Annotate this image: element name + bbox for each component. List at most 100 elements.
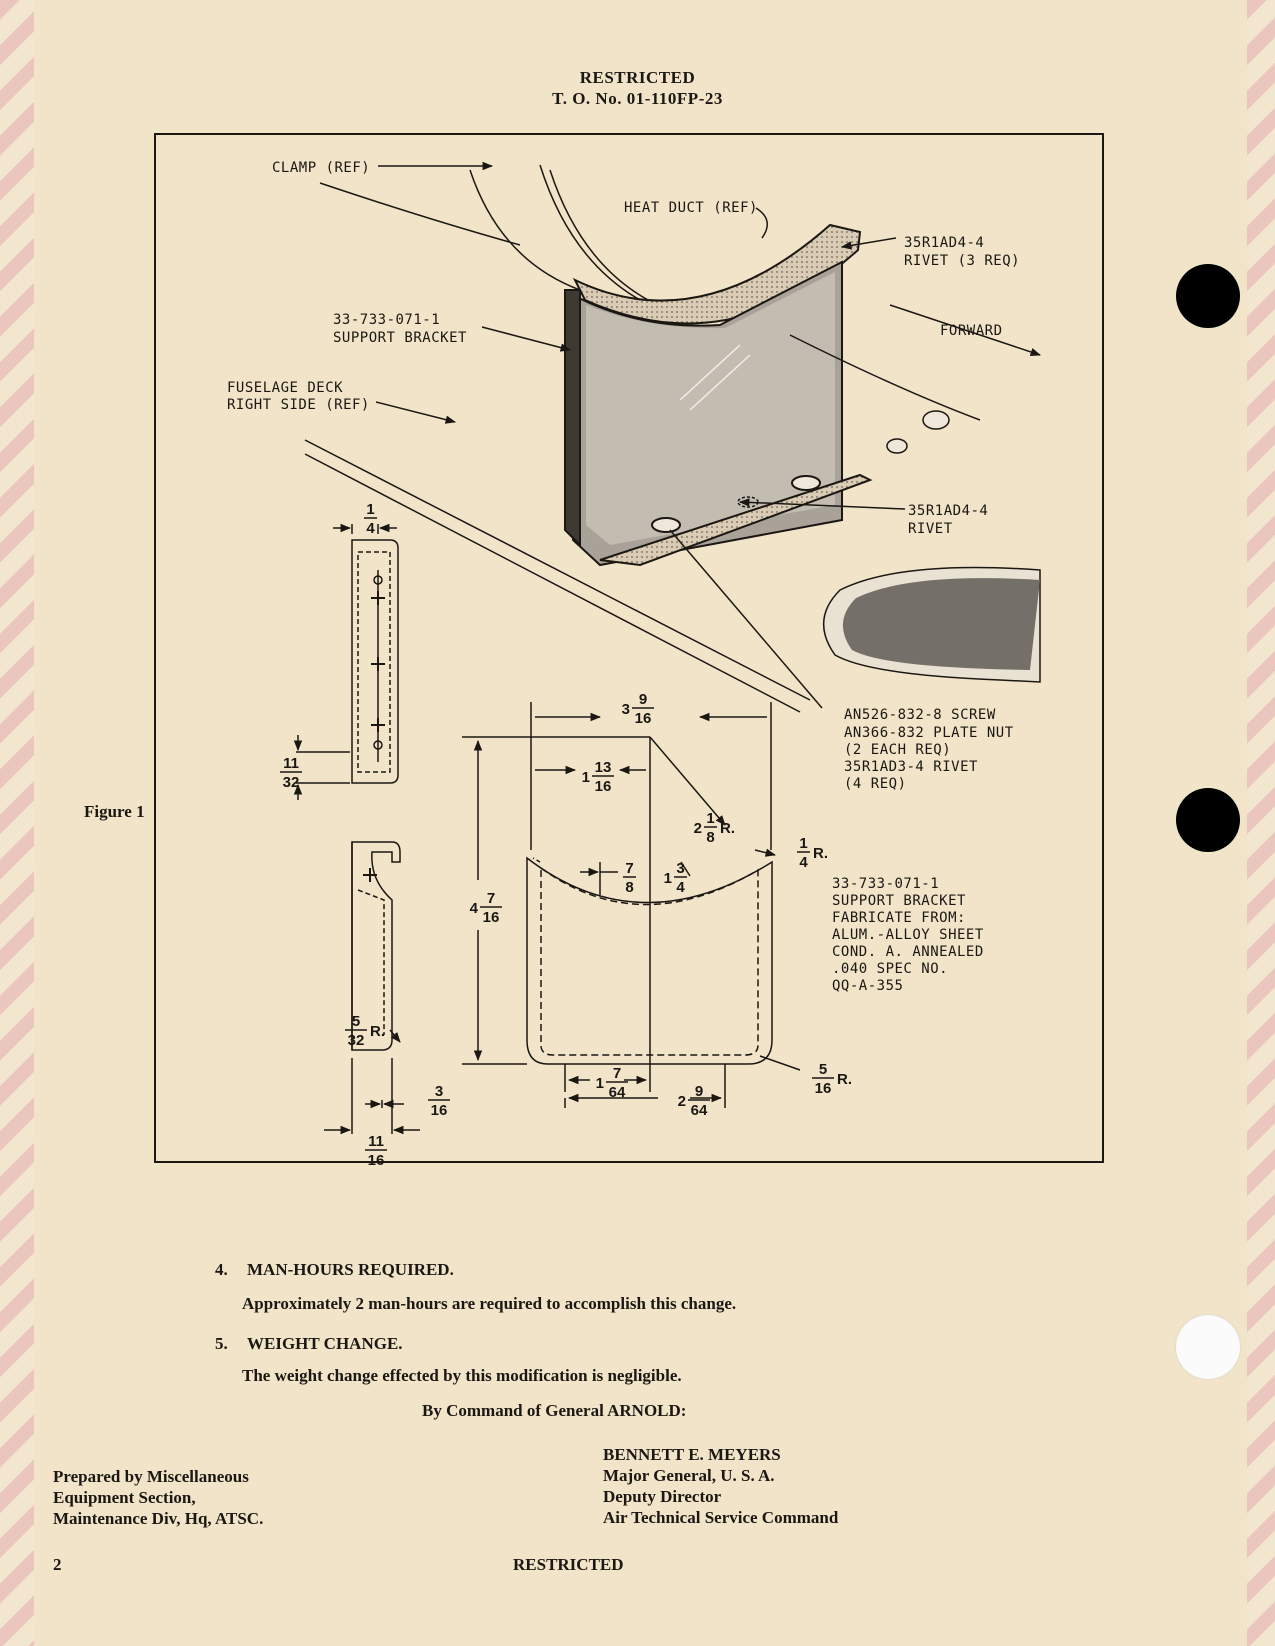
- callout-deck-2: RIGHT SIDE (REF): [227, 397, 370, 413]
- dimension-denominator: 8: [706, 829, 714, 846]
- callout-hardware-1: AN526-832-8 SCREW: [844, 707, 996, 723]
- dimension-suffix: R.: [837, 1071, 852, 1088]
- dimension-numerator: 1: [366, 501, 374, 518]
- side-view-top: [293, 523, 399, 800]
- figure-frame: [154, 133, 1104, 1163]
- dimension-suffix: R.: [813, 845, 828, 862]
- dimension-five-32-radius: 5 32 R.: [345, 1013, 385, 1049]
- callout-hardware-5: (4 REQ): [844, 776, 907, 792]
- dimension-corner-top: 1 4 R.: [797, 835, 828, 871]
- dimension-denominator: 4: [676, 879, 685, 896]
- dimension-numerator: 3: [435, 1083, 443, 1100]
- dimension-whole: 1: [582, 769, 590, 786]
- callout-hardware-3: (2 EACH REQ): [844, 742, 951, 758]
- prepared-block: Prepared by Miscellaneous Equipment Sect…: [53, 1466, 263, 1529]
- section-4-body: Approximately 2 man-hours are required t…: [242, 1294, 737, 1313]
- signature-org: Air Technical Service Command: [603, 1508, 839, 1527]
- dimension-numerator: 1: [799, 835, 807, 852]
- callout-rivet-top-part: 35R1AD4-4: [904, 235, 984, 251]
- dimension-one-3-4: 134: [664, 860, 687, 896]
- dimension-numerator: 7: [625, 860, 633, 877]
- dimension-numerator: 9: [639, 691, 647, 708]
- dimension-whole: 4: [470, 900, 479, 917]
- callout-heat-duct: HEAT DUCT (REF): [624, 200, 758, 216]
- dimension-suffix: R.: [720, 820, 735, 837]
- dimension-denominator: 4: [799, 854, 808, 871]
- callout-clamp: CLAMP (REF): [272, 160, 370, 176]
- dimension-numerator: 1: [706, 810, 714, 827]
- command-line: By Command of General ARNOLD:: [422, 1401, 687, 1420]
- callout-leaders: [375, 161, 1041, 709]
- page-number: 2: [53, 1555, 62, 1574]
- dimension-whole: 2: [678, 1093, 686, 1110]
- dimension-seven-8: 78: [623, 860, 636, 896]
- prepared-line-2: Equipment Section,: [53, 1488, 196, 1507]
- callout-hardware-4: 35R1AD3-4 RIVET: [844, 759, 978, 775]
- side-view-bottom: [324, 841, 420, 1135]
- dimension-numerator: 13: [595, 759, 612, 776]
- dimension-corner-bottom: 5 16 R.: [812, 1061, 852, 1097]
- dimension-numerator: 11: [283, 755, 299, 772]
- dimension-denominator: 4: [366, 520, 375, 537]
- signature-block: BENNETT E. MEYERS Major General, U. S. A…: [603, 1444, 838, 1528]
- classification-footer: RESTRICTED: [513, 1555, 624, 1574]
- callout-bracket-part: 33-733-071-1: [333, 312, 440, 328]
- dimension-denominator: 16: [368, 1152, 385, 1169]
- dimension-denominator: 16: [815, 1080, 832, 1097]
- dimension-denominator: 32: [348, 1032, 365, 1049]
- callout-rivet-top-qty: RIVET (3 REQ): [904, 253, 1020, 269]
- dimension-top-quarter: 14: [364, 501, 377, 537]
- dimension-height: 47 16: [470, 890, 502, 926]
- spec-line-1: 33-733-071-1: [832, 876, 939, 892]
- spec-line-4: ALUM.-ALLOY SHEET: [832, 927, 984, 943]
- prepared-line-1: Prepared by Miscellaneous: [53, 1467, 249, 1486]
- dimension-three-16: 316: [428, 1083, 450, 1119]
- dimension-denominator: 16: [595, 778, 612, 795]
- dimension-denominator: 64: [609, 1084, 626, 1101]
- spec-line-5: COND. A. ANNEALED: [832, 944, 984, 960]
- dimension-whole: 2: [694, 820, 702, 837]
- prepared-line-3: Maintenance Div, Hq, ATSC.: [53, 1509, 264, 1528]
- callout-deck-1: FUSELAGE DECK: [227, 380, 343, 396]
- figure-label: Figure 1: [84, 802, 145, 821]
- section-4-heading: 4.MAN-HOURS REQUIRED.: [215, 1260, 454, 1279]
- section-5-body: The weight change effected by this modif…: [242, 1366, 682, 1385]
- dimension-denominator: 64: [691, 1102, 708, 1119]
- signature-rank: Major General, U. S. A.: [603, 1466, 775, 1485]
- binder-hole-top: [1176, 264, 1240, 328]
- flat-pattern: [462, 702, 801, 1108]
- signature-name: BENNETT E. MEYERS: [603, 1445, 781, 1464]
- dimension-numerator: 5: [819, 1061, 827, 1078]
- signature-title: Deputy Director: [603, 1487, 722, 1506]
- spec-line-6: .040 SPEC NO.: [832, 961, 948, 977]
- dimension-numerator: 7: [613, 1065, 621, 1082]
- callout-forward: FORWARD: [940, 323, 1003, 339]
- dimension-denominator: 16: [483, 909, 500, 926]
- dimension-numerator: 7: [487, 890, 495, 907]
- callout-rivet-mid-name: RIVET: [908, 521, 953, 537]
- left-margin-stripe: [0, 0, 34, 1646]
- callout-hardware-2: AN366-832 PLATE NUT: [844, 725, 1014, 741]
- dimension-whole: 3: [622, 701, 630, 718]
- dimension-numerator: 5: [352, 1013, 360, 1030]
- classification-header: RESTRICTED: [579, 68, 696, 87]
- bracket-illustration: [304, 164, 1041, 713]
- dimension-numerator: 11: [368, 1133, 384, 1150]
- dimension-denominator: 16: [635, 710, 652, 727]
- dimension-whole: 1: [664, 870, 672, 887]
- spec-line-7: QQ-A-355: [832, 978, 903, 994]
- dimension-suffix: R.: [370, 1023, 385, 1040]
- callout-bracket-name: SUPPORT BRACKET: [333, 330, 467, 346]
- dimension-denominator: 32: [283, 774, 300, 791]
- dimension-whole: 1: [596, 1075, 604, 1092]
- spec-line-2: SUPPORT BRACKET: [832, 893, 966, 909]
- callout-rivet-mid-part: 35R1AD4-4: [908, 503, 988, 519]
- dimension-radius-large: 21 8 R.: [694, 810, 735, 846]
- dimension-width: 39 16: [622, 691, 654, 727]
- section-5-heading: 5.WEIGHT CHANGE.: [215, 1334, 403, 1353]
